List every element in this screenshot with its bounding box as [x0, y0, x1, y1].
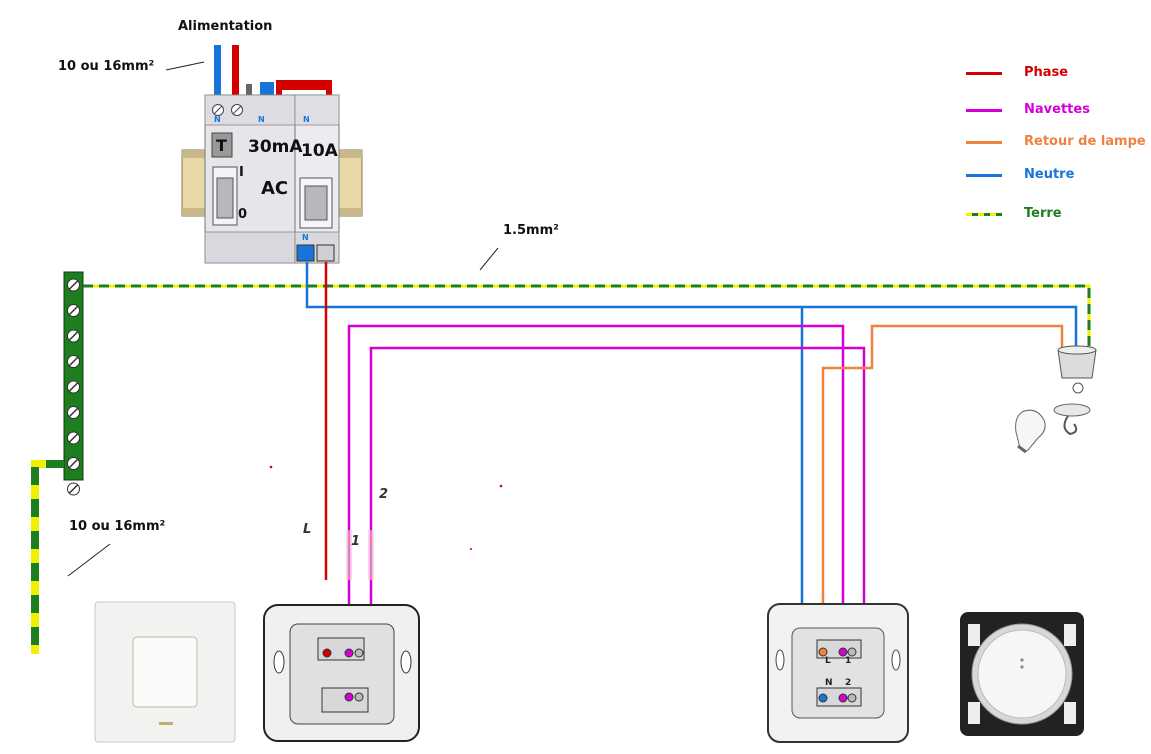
lamp-return-wire [821, 324, 1064, 652]
traveler-2-wire-tag: 2 [379, 487, 389, 502]
rcd-30ma [204, 94, 296, 264]
legend-label-terre: Terre [1024, 206, 1062, 221]
mcb-bottom-neutral-mark: N [302, 233, 309, 242]
legend-swatch-retour [966, 141, 1002, 144]
legend-label-neutre: Neutre [1024, 167, 1075, 182]
earth-wire-lead-stripe [31, 460, 64, 654]
rcd-type-label: T [216, 136, 227, 155]
switch-front-right [960, 612, 1084, 736]
mcb-10a [294, 94, 340, 264]
legend-swatch-navettes [966, 109, 1002, 112]
mcb-rating-label: 10A [301, 141, 338, 161]
neutral-wire [305, 262, 1078, 352]
legend-item-retour: Retour de lampe [966, 134, 1151, 154]
rcd-class-label: AC [261, 178, 289, 199]
legend-label-navettes: Navettes [1024, 102, 1090, 117]
earth-screw-slot [68, 433, 79, 443]
earth-screw-slot [68, 356, 79, 367]
switch-mechanism-right [767, 603, 909, 743]
earth-wire-main [83, 284, 1091, 350]
rcd-off-label: 0 [238, 207, 248, 222]
earth-screws [67, 278, 80, 496]
earth-screw-slot [68, 331, 79, 341]
legend-label-phase: Phase [1024, 65, 1069, 80]
legend-swatch-phase [966, 72, 1002, 75]
legend-item-phase: Phase [966, 65, 1151, 85]
leader-lines [67, 61, 499, 577]
switch-mechanism-left [263, 604, 420, 742]
supply-cables [214, 45, 332, 97]
terminal-traveler-2-label: 2 [845, 678, 852, 688]
traveler-1-wire-tag: 1 [351, 534, 361, 549]
legend-item-neutre: Neutre [966, 167, 1151, 187]
legend-item-terre: Terre [966, 206, 1151, 226]
phase-wire-tag: L [303, 522, 312, 537]
light-bulb-icon [1015, 409, 1046, 454]
earth-section-label: 10 ou 16mm² [69, 519, 166, 534]
switch-plate-front [94, 601, 236, 743]
terminal-line-label: L [825, 656, 831, 666]
earth-screw-slot [68, 305, 79, 316]
mcb-neutral-mark: N [303, 115, 310, 124]
supply-section-label: 10 ou 16mm² [58, 59, 155, 74]
legend-label-retour: Retour de lampe [1024, 134, 1146, 149]
traveler-0-highlight [346, 530, 352, 580]
rcd-on-label: I [239, 165, 244, 180]
lamp-fitting [1053, 345, 1097, 436]
rcd-neutral-mark-2: N [258, 115, 265, 124]
rcd-rating-label: 30mA [248, 137, 303, 157]
traveler-wire-1 [347, 324, 845, 652]
earth-screw-slot [68, 382, 79, 392]
earth-screw-slot [68, 407, 79, 418]
earth-wire-main-stripe [83, 284, 1091, 350]
earth-screw-slot [68, 458, 79, 469]
terminal-neutral-label: N [825, 678, 833, 688]
terminal-traveler-1-label: 1 [845, 656, 852, 666]
earth-screw-slot [68, 484, 79, 494]
rcd-neutral-mark: N [214, 115, 221, 124]
supply-label: Alimentation [178, 19, 273, 34]
legend-item-navettes: Navettes [966, 102, 1151, 122]
earth-terminal-bar [63, 271, 84, 481]
stray-dots [269, 465, 503, 550]
traveler-1-highlight [368, 530, 374, 580]
legend-swatch-terre [966, 213, 1002, 216]
earth-screw-slot [68, 280, 79, 290]
earth-wire-lead [31, 460, 64, 654]
cable-section-label: 1.5mm² [503, 223, 559, 238]
legend-swatch-neutre [966, 174, 1002, 177]
